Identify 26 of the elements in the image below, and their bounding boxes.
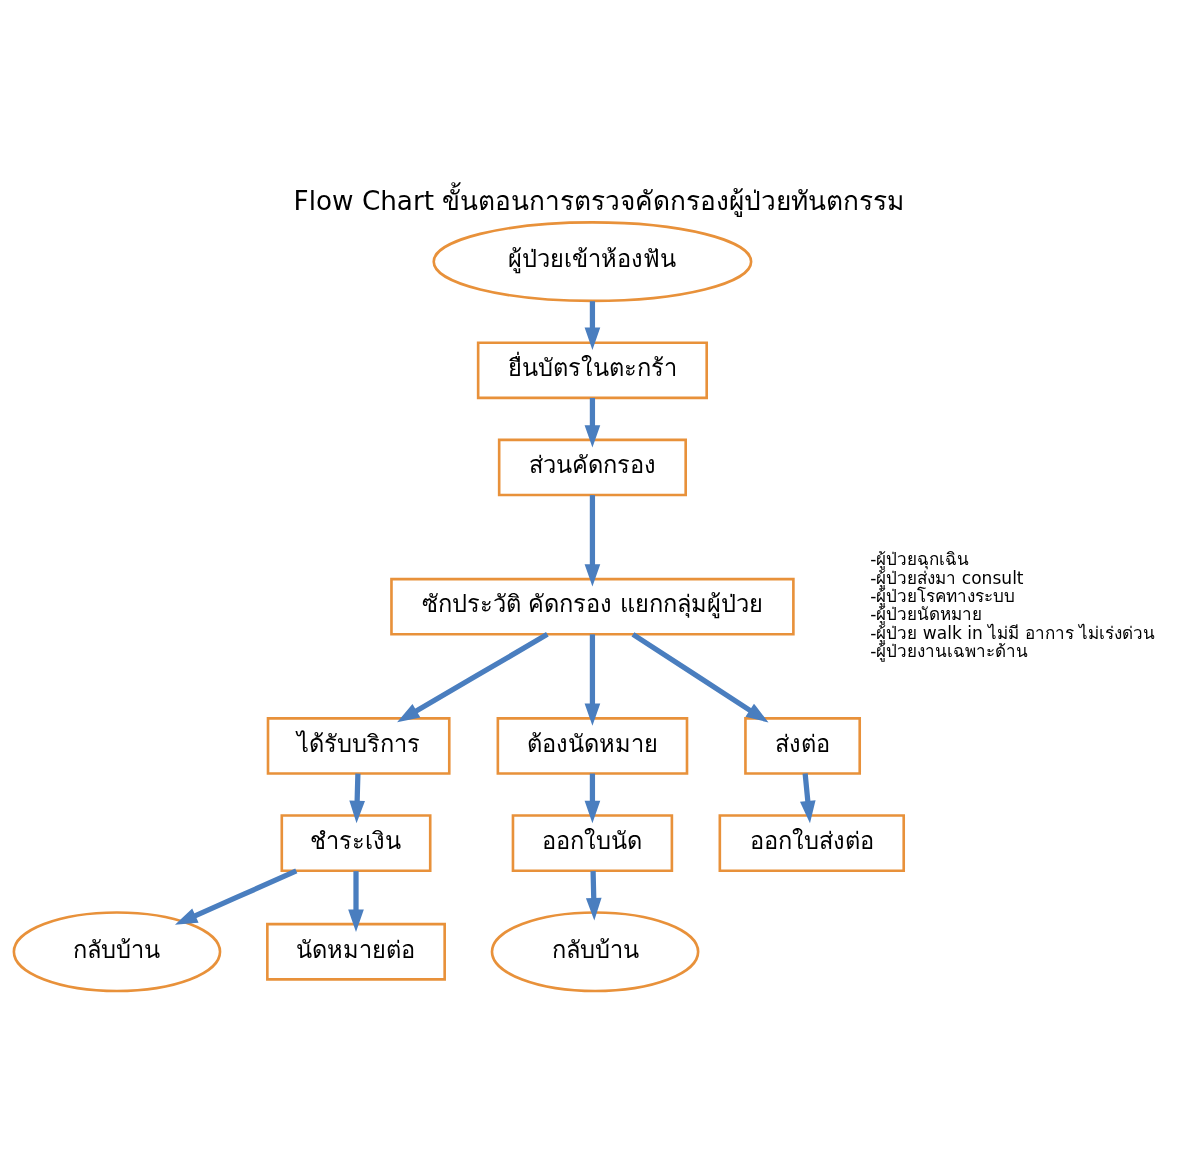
node-box: ชำระเงิน [280,813,432,872]
arrow [585,870,602,920]
node-box: นัดหมายต่อ [266,922,446,981]
node-box: ซักประวัติ คัดกรอง แยกกลุ่มผู้ป่วย [390,577,795,636]
arrow [348,870,364,932]
node-box: ออกใบส่งต่อ [718,813,906,872]
arrow [349,773,365,823]
arrow [584,300,601,350]
arrow [584,633,601,726]
node-ellipse: กลับบ้าน [490,910,700,992]
node-box: ส่งต่อ [744,716,862,775]
node-box: ได้รับบริการ [266,716,451,775]
arrow [631,631,769,722]
arrow [584,494,601,587]
node-ellipse: ผู้ป่วยเข้าห้องฟัน [432,220,753,302]
node-box: ยื่นบัตรในตะกร้า [476,340,708,399]
node-box: ส่วนคัดกรอง [497,438,687,496]
arrow [800,772,816,823]
node-box: ต้องนัดหมาย [496,716,689,775]
arrow [174,868,298,925]
label: -ผู้ป่วยฉุกเฉิน [870,548,970,569]
arrow [584,397,601,448]
node-ellipse: กลับบ้าน [12,910,222,992]
arrow [584,773,601,823]
arrow [397,631,549,722]
node-box: ออกใบนัด [511,813,674,872]
